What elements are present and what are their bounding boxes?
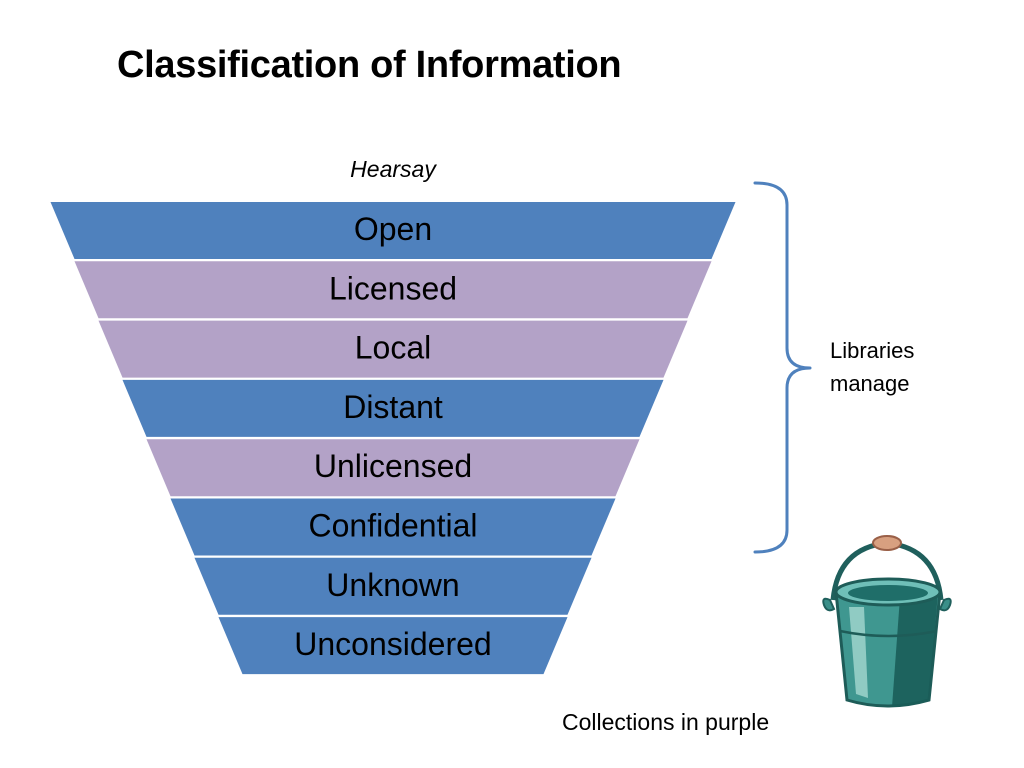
funnel-tier-open: Open	[50, 202, 736, 259]
funnel-tier-band	[74, 261, 712, 319]
funnel-tier-band	[122, 379, 664, 437]
funnel-tier-label: Confidential	[309, 507, 478, 543]
funnel-tier-licensed: Licensed	[74, 261, 712, 319]
funnel-tier-label: Licensed	[329, 270, 457, 306]
funnel-tier-local: Local	[98, 320, 688, 378]
funnel-tier-unconsidered: Unconsidered	[218, 617, 568, 675]
libraries-manage-label: Libraries manage	[830, 334, 914, 400]
slide-title: Classification of Information	[117, 44, 622, 86]
funnel-tier-band	[50, 202, 736, 259]
bucket-icon	[822, 535, 952, 708]
funnel-tier-label: Unconsidered	[294, 626, 491, 662]
libraries-label-line1: Libraries	[830, 338, 915, 363]
funnel-tier-band	[194, 557, 592, 615]
libraries-bracket	[753, 181, 812, 554]
funnel-tier-distant: Distant	[122, 379, 664, 437]
libraries-label-line2: manage	[830, 371, 910, 396]
funnel-tier-label: Unlicensed	[314, 448, 472, 484]
funnel-tier-label: Distant	[343, 389, 443, 425]
funnel-tier-confidential: Confidential	[170, 498, 616, 556]
funnel-tier-band	[170, 498, 616, 556]
funnel-tier-band	[218, 617, 568, 675]
funnel-tier-unlicensed: Unlicensed	[146, 439, 640, 497]
collections-note: Collections in purple	[562, 709, 770, 735]
funnel-tier-band	[98, 320, 688, 378]
funnel-tier-label: Local	[355, 330, 432, 366]
funnel-tier-band	[146, 439, 640, 497]
funnel-tier-unknown: Unknown	[194, 557, 592, 615]
funnel-tier-label: Unknown	[326, 567, 459, 603]
hearsay-label: Hearsay	[350, 156, 436, 182]
funnel-tier-label: Open	[354, 211, 432, 247]
